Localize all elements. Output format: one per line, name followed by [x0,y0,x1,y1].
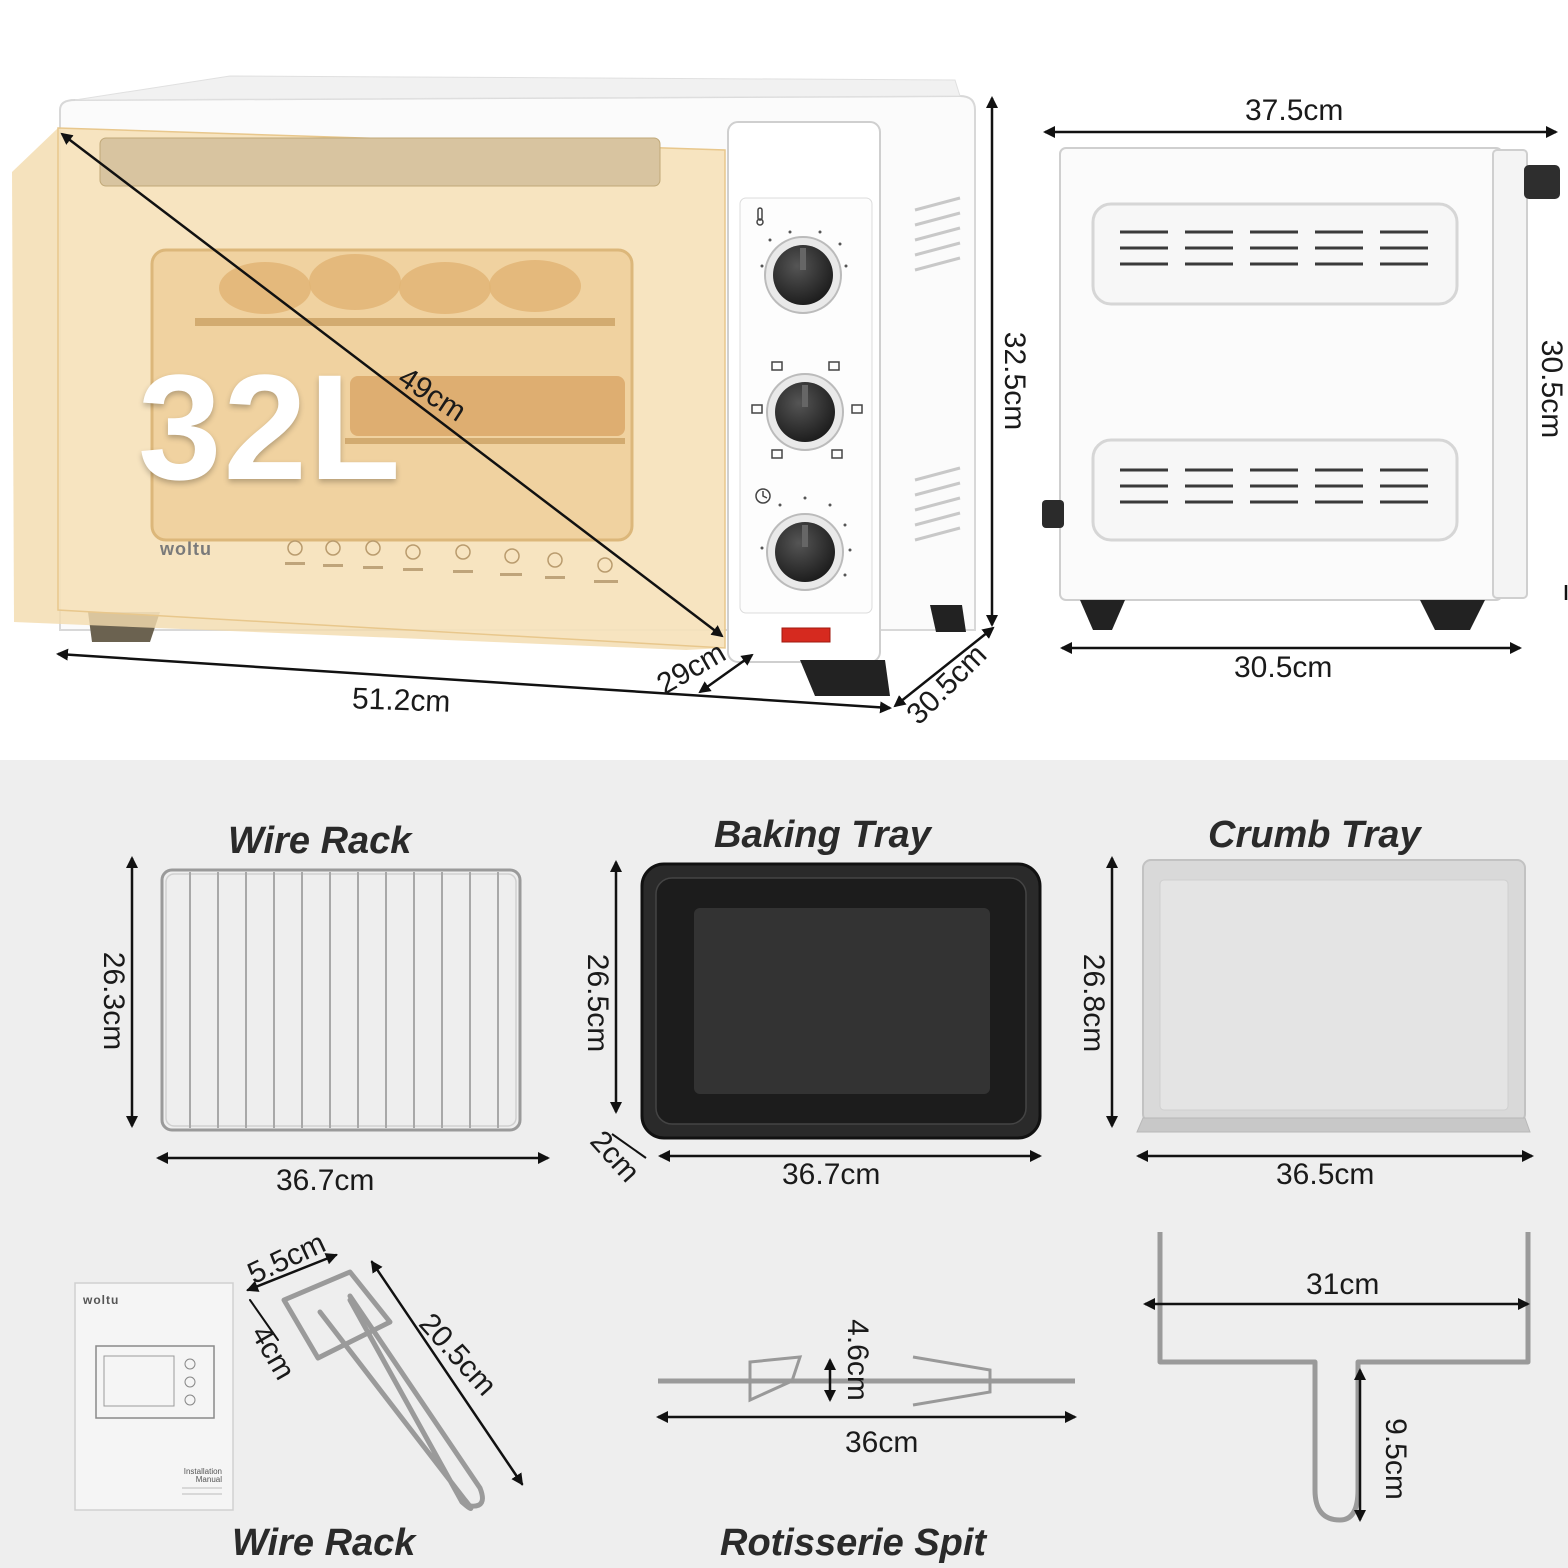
indicator-light [781,627,831,643]
manual-caption: Installation Manual [183,1467,222,1484]
baking-tray-title: Baking Tray [714,814,931,856]
wire-rack-height: 26.3cm [97,951,131,1051]
rotisserie-spit-title: Rotisserie Spit [720,1522,987,1564]
wire-rack-width: 36.7cm [276,1164,375,1197]
width-dimension: 51.2cm [351,682,451,719]
height-dimension: 32.5cm [998,331,1032,431]
timer-knob [766,513,844,591]
rack-handle [246,1253,524,1511]
oven-side [1042,126,1568,654]
side-bottom-width-dimension: 30.5cm [1234,651,1333,684]
temperature-knob [764,236,842,314]
rack-handle-title: Wire Rack [232,1522,416,1564]
instruction-manual [74,1282,234,1511]
spit-holder [1143,1232,1531,1523]
capacity-label: 32L [138,343,403,511]
rotisserie-spit [656,1355,1077,1423]
brand-logo: woltu [160,539,212,559]
spit-holder-width: 31cm [1306,1268,1380,1301]
spit-length: 36cm [845,1426,919,1459]
crumb-tray-width: 36.5cm [1276,1158,1375,1191]
baking-tray [610,860,1042,1162]
mode-icon [751,361,863,459]
baking-tray-height: 26.5cm [581,953,615,1053]
manual-brand: woltu [83,1293,120,1307]
baking-tray-width: 36.7cm [782,1158,881,1191]
spit-holder-depth: 9.5cm [1378,1418,1412,1500]
mode-knob [766,373,844,451]
thermometer-icon [756,207,764,226]
crumb-tray-title: Crumb Tray [1208,814,1421,856]
wire-rack-title: Wire Rack [228,820,412,862]
oven-front [12,75,998,714]
crumb-tray [1106,856,1534,1162]
side-top-width-dimension: 37.5cm [1245,94,1344,127]
side-height-dimension: 30.5cm [1535,339,1568,439]
wire-rack [126,856,550,1164]
spit-height: 4.6cm [840,1319,874,1401]
crumb-tray-height: 26.8cm [1077,953,1111,1053]
clock-icon [755,488,771,504]
